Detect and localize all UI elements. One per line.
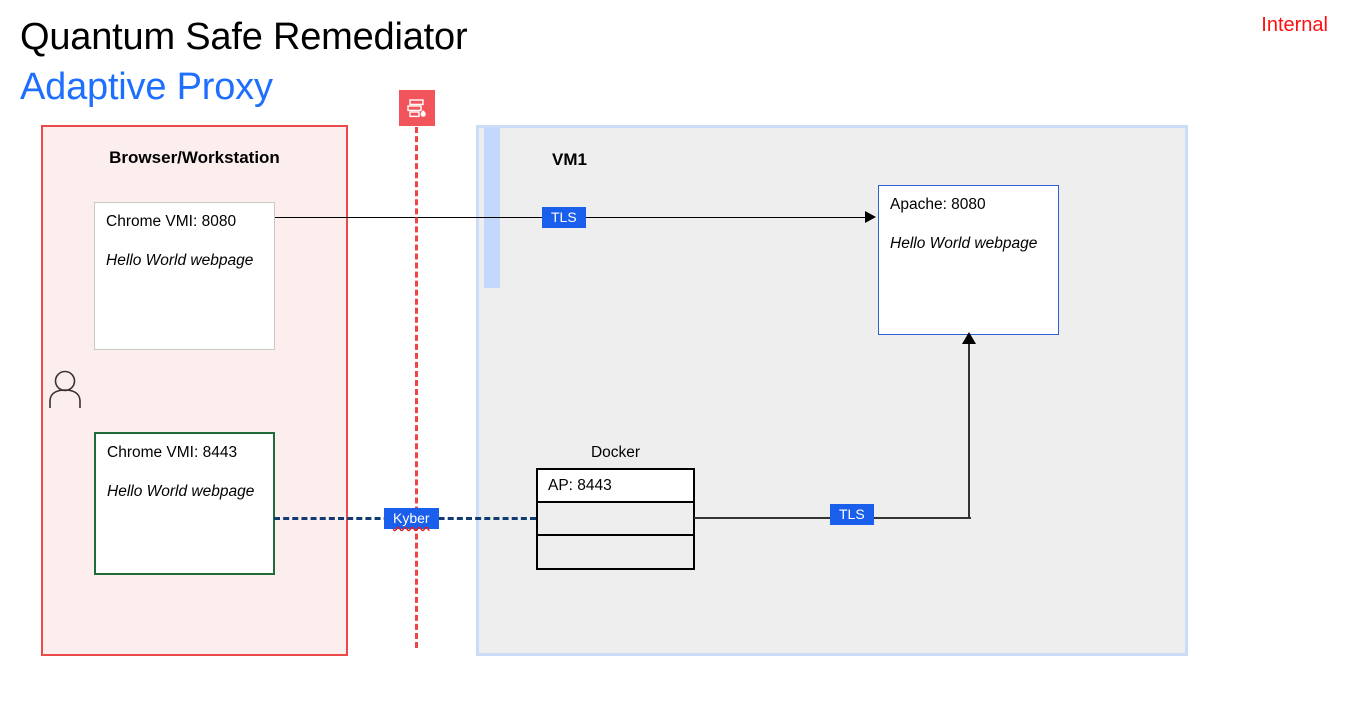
page-subtitle: Adaptive Proxy xyxy=(20,66,273,108)
docker-row[interactable] xyxy=(538,536,693,568)
vm1-accent-bar xyxy=(484,128,500,288)
node-apache-8080[interactable]: Apache: 8080 Hello World webpage xyxy=(878,185,1059,335)
page-title: Quantum Safe Remediator xyxy=(20,16,468,58)
arrowhead-icon xyxy=(865,211,876,223)
connector-docker-to-apache-vertical xyxy=(968,342,970,519)
node-chrome-8080-subtitle: Hello World webpage xyxy=(106,252,254,270)
docker-group-label: Docker xyxy=(590,444,641,461)
node-chrome-8443[interactable]: Chrome VMI: 8443 Hello World webpage xyxy=(94,432,275,575)
firewall-icon xyxy=(399,90,435,126)
node-chrome-8443-title: Chrome VMI: 8443 xyxy=(107,444,238,461)
docker-row[interactable]: AP: 8443 xyxy=(538,470,693,503)
zone-vm1 xyxy=(476,125,1188,656)
protocol-chip-tls-bottom[interactable]: TLS xyxy=(830,504,874,525)
node-chrome-8080-title: Chrome VMI: 8080 xyxy=(106,213,237,230)
node-apache-8080-title: Apache: 8080 xyxy=(890,196,986,213)
protocol-chip-tls-top[interactable]: TLS xyxy=(542,207,586,228)
zone-vm1-label: VM1 xyxy=(552,150,587,169)
user-icon xyxy=(48,370,82,408)
node-apache-8080-subtitle: Hello World webpage xyxy=(890,235,1038,253)
protocol-chip-kyber-label: Kyber xyxy=(393,510,430,526)
protocol-chip-kyber[interactable]: Kyber xyxy=(384,508,439,529)
docker-group[interactable]: AP: 8443 xyxy=(536,468,695,570)
node-chrome-8443-subtitle: Hello World webpage xyxy=(107,483,255,501)
arrowhead-icon xyxy=(962,332,976,344)
classification-label: Internal xyxy=(1261,14,1328,36)
docker-row[interactable] xyxy=(538,503,693,536)
node-chrome-8080[interactable]: Chrome VMI: 8080 Hello World webpage xyxy=(94,202,275,350)
zone-browser-workstation-label: Browser/Workstation xyxy=(109,148,280,167)
firewall-boundary-line xyxy=(415,118,418,648)
